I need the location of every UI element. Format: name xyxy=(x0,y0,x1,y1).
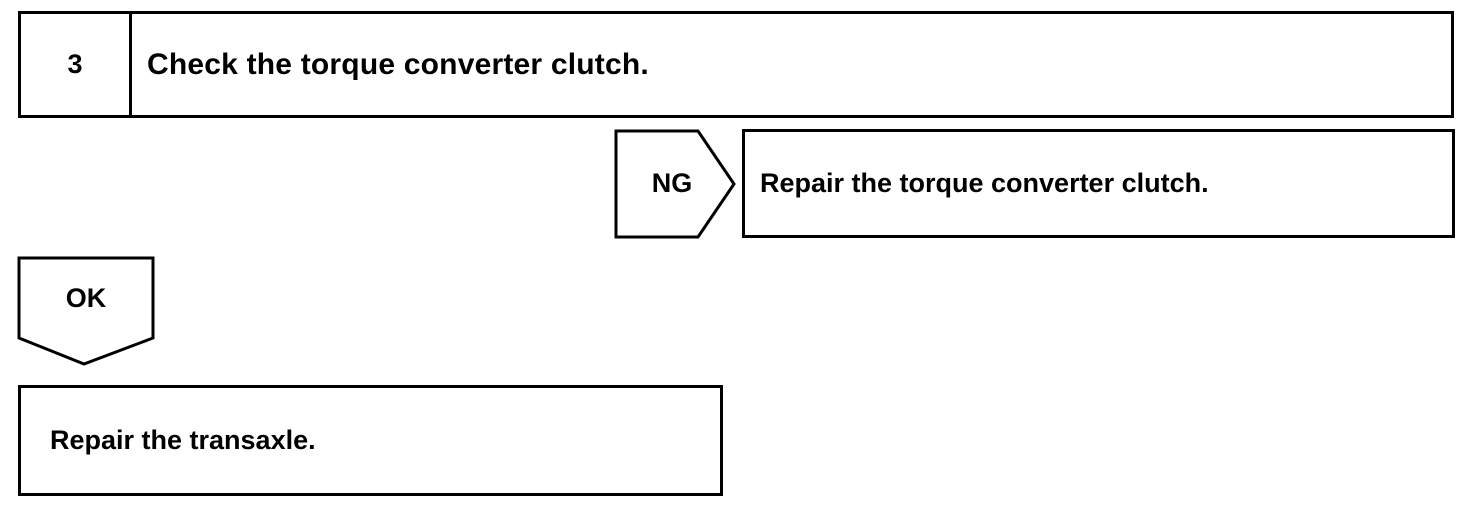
ng-label: NG xyxy=(651,167,693,198)
ng-action-text: Repair the torque converter clutch. xyxy=(760,168,1209,198)
ok-action-box: Repair the transaxle. xyxy=(18,385,723,496)
step-title: Check the torque converter clutch. xyxy=(147,47,649,81)
step-header-box: 3 Check the torque converter clutch. xyxy=(18,11,1454,118)
ng-arrow-shape xyxy=(614,129,736,239)
ok-action-text: Repair the transaxle. xyxy=(50,425,316,455)
ok-label: OK xyxy=(65,282,107,313)
ok-arrow-shape xyxy=(17,256,155,366)
step-number: 3 xyxy=(21,14,132,115)
ng-action-box: Repair the torque converter clutch. xyxy=(742,129,1455,238)
